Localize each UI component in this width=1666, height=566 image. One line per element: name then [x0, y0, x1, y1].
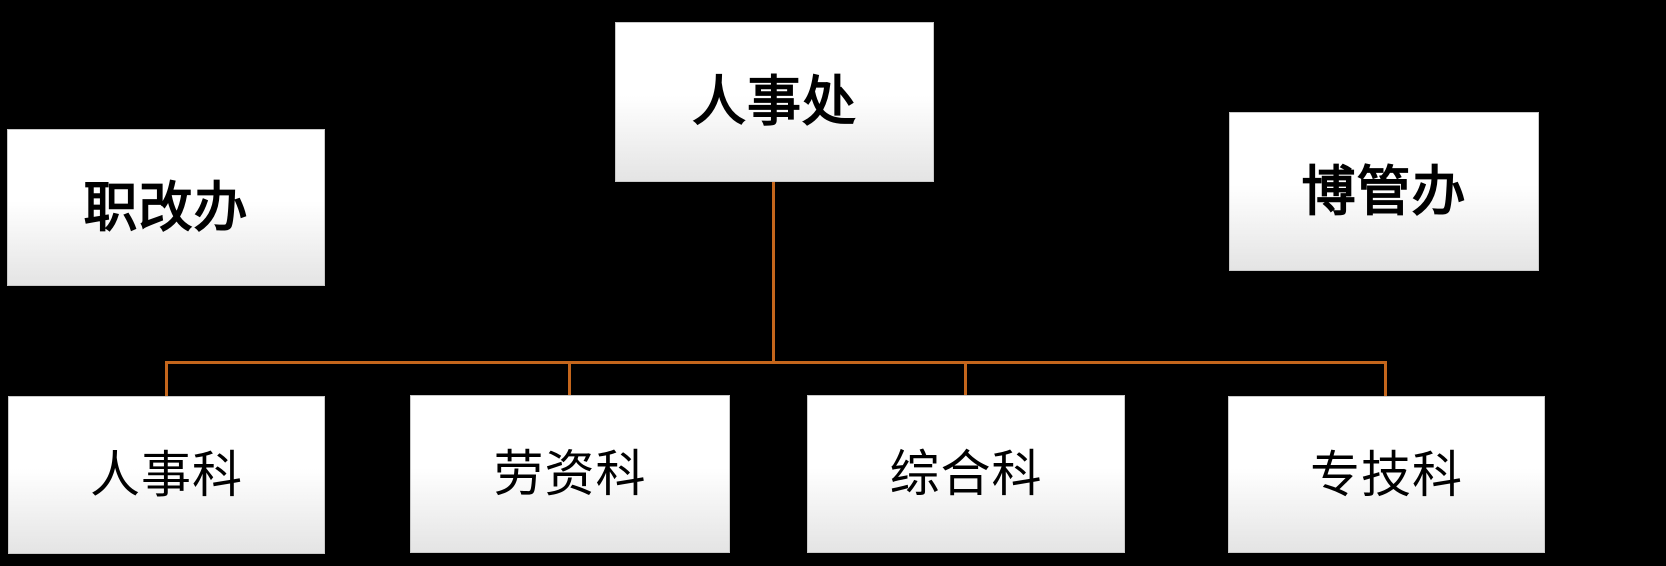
org-node-office-left: 职改办: [7, 129, 325, 286]
connector-drop-dept-3: [964, 361, 967, 396]
org-node-root: 人事处: [615, 22, 934, 182]
connector-drop-dept-2: [568, 361, 571, 396]
org-node-dept-2-label: 劳资科: [493, 445, 647, 503]
org-node-dept-2: 劳资科: [410, 395, 730, 553]
connector-stem: [772, 182, 775, 364]
org-node-dept-4-label: 专技科: [1310, 445, 1463, 504]
org-node-office-right: 博管办: [1229, 112, 1539, 271]
org-node-dept-4: 专技科: [1228, 396, 1545, 553]
org-node-office-left-label: 职改办: [83, 175, 249, 239]
org-node-dept-3-label: 综合科: [889, 445, 1043, 503]
connector-horizontal-rail: [165, 361, 1387, 364]
connector-drop-dept-1: [165, 361, 168, 397]
org-node-office-right-label: 博管办: [1301, 159, 1467, 223]
org-node-dept-1: 人事科: [8, 396, 325, 554]
org-node-root-label: 人事处: [692, 70, 857, 133]
org-node-dept-1-label: 人事科: [90, 446, 243, 504]
connector-drop-dept-4: [1384, 361, 1387, 397]
org-node-dept-3: 综合科: [807, 395, 1125, 553]
